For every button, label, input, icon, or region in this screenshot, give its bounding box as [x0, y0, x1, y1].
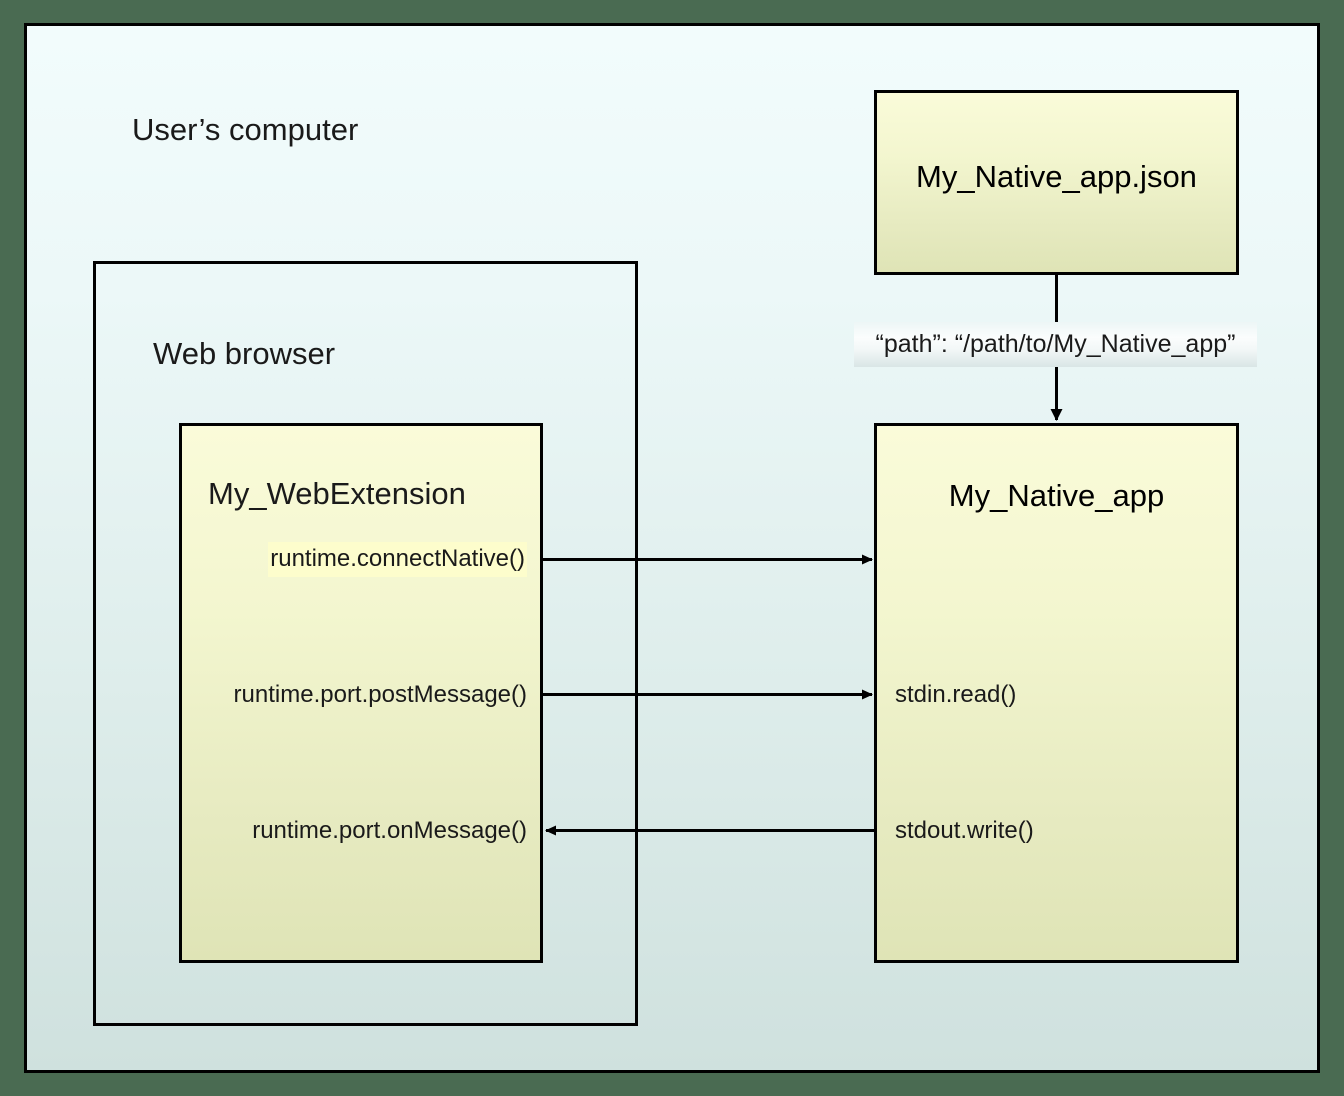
- api-label-on-message: runtime.port.onMessage(): [252, 817, 527, 844]
- manifest-json-label: My_Native_app.json: [916, 159, 1197, 194]
- my-webextension-label: My_WebExtension: [208, 476, 466, 511]
- web-browser-label: Web browser: [153, 336, 336, 371]
- api-label-stdin-read: stdin.read(): [895, 681, 1017, 708]
- api-label-stdout-write: stdout.write(): [895, 817, 1034, 844]
- my-webextension-box: [179, 423, 543, 963]
- manifest-json-box: [874, 90, 1239, 275]
- users-computer-label: User’s computer: [132, 112, 359, 147]
- my-native-app-label-wrap: My_Native_app: [874, 478, 1239, 514]
- extension-api-row-postmessage: runtime.port.postMessage(): [27, 683, 527, 707]
- users-computer-container: User’s computer Web browser My_WebExtens…: [24, 23, 1320, 1073]
- manifest-path-edge-label: “path”: “/path/to/My_Native_app”: [854, 322, 1257, 367]
- web-browser-box: [93, 261, 638, 1026]
- connector-layer: [543, 275, 1063, 836]
- api-label-connect-native: runtime.connectNative(): [268, 542, 527, 577]
- manifest-path-text: “path”: “/path/to/My_Native_app”: [875, 330, 1236, 358]
- my-native-app-label: My_Native_app: [948, 478, 1165, 513]
- api-label-post-message: runtime.port.postMessage(): [233, 681, 527, 708]
- my-native-app-box: [874, 423, 1239, 963]
- extension-api-row-onmessage: runtime.port.onMessage(): [27, 819, 527, 843]
- extension-api-row-connect: runtime.connectNative(): [27, 542, 527, 577]
- manifest-json-label-wrap: My_Native_app.json: [874, 159, 1239, 195]
